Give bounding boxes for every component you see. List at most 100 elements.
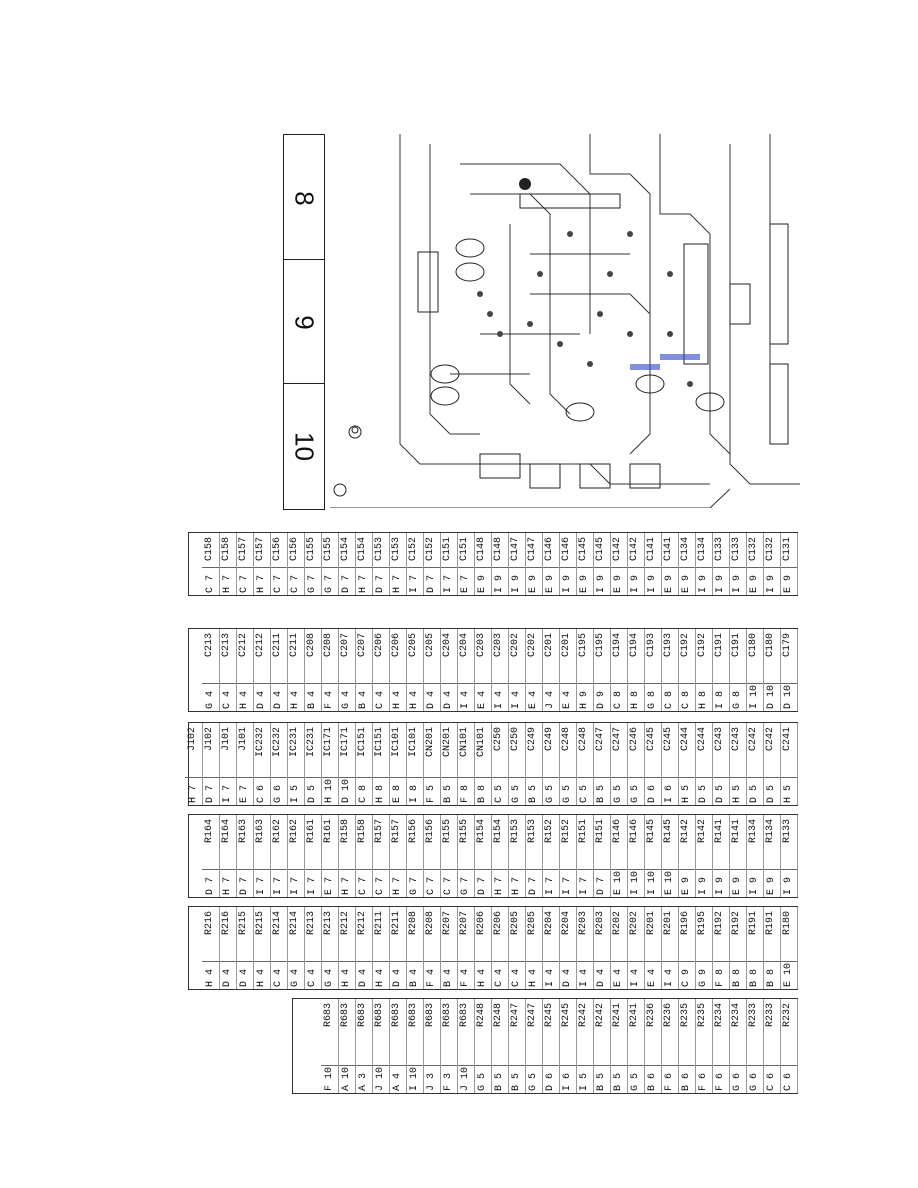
row-divider	[440, 777, 457, 778]
row-divider	[355, 869, 372, 870]
row-divider	[559, 1065, 576, 1066]
row-divider	[253, 961, 270, 962]
row-divider	[508, 961, 525, 962]
grid-number: 10	[783, 962, 794, 975]
part-ref: R208	[425, 911, 436, 936]
grid-letter: D	[273, 702, 284, 709]
grid-letter: F	[426, 796, 437, 803]
grid-number: 6	[698, 1072, 709, 1079]
part-ref: C194	[612, 633, 623, 658]
grid-letter: I	[630, 980, 641, 987]
row-divider	[508, 1065, 525, 1066]
grid-number: 9	[596, 690, 607, 697]
part-ref: C153	[391, 537, 402, 562]
grid-letter: I	[596, 586, 607, 593]
row-divider	[576, 961, 593, 962]
grid-number: 9	[766, 574, 777, 581]
grid-letter: B	[749, 980, 760, 987]
row-divider	[712, 869, 729, 870]
grid-number: 3	[426, 1072, 437, 1079]
grid-letter: F	[324, 1084, 335, 1091]
row-divider	[610, 567, 627, 568]
grid-number: 4	[545, 690, 556, 697]
grid-number: 6	[715, 1072, 726, 1079]
part-ref: R207	[442, 911, 453, 936]
grid-number: 4	[664, 968, 675, 975]
grid-number: 7	[375, 876, 386, 883]
grid-number: 7	[460, 876, 471, 883]
row-divider	[321, 683, 338, 684]
part-ref: R247	[510, 1003, 521, 1028]
row-divider	[559, 961, 576, 962]
part-ref: R206	[476, 911, 487, 936]
row-divider	[712, 567, 729, 568]
row-divider	[406, 777, 423, 778]
grid-letter: C	[205, 586, 216, 593]
part-ref: R154	[476, 819, 487, 844]
row-divider	[780, 1065, 797, 1066]
row-divider	[219, 961, 236, 962]
row-divider	[338, 961, 355, 962]
grid-letter: H	[341, 888, 352, 895]
grid-number: 9	[681, 876, 692, 883]
row-divider	[763, 961, 780, 962]
row-divider	[593, 869, 610, 870]
grid-number: 7	[222, 574, 233, 581]
part-ref: C195	[578, 633, 589, 658]
grid-letter: E	[613, 980, 624, 987]
part-ref: C206	[374, 633, 385, 658]
grid-letter: G	[341, 702, 352, 709]
grid-letter: C	[375, 888, 386, 895]
row-divider	[695, 567, 712, 568]
row-divider	[321, 777, 338, 778]
part-ref: R152	[544, 819, 555, 844]
row-divider	[695, 869, 712, 870]
part-ref: R154	[493, 819, 504, 844]
grid-letter: I	[290, 888, 301, 895]
row-divider	[423, 869, 440, 870]
row-divider	[236, 777, 253, 778]
grid-number: 7	[545, 876, 556, 883]
grid-number: 6	[681, 1072, 692, 1079]
row-divider	[372, 1065, 389, 1066]
part-ref: R215	[238, 911, 249, 936]
part-ref: C211	[289, 633, 300, 658]
part-ref: R156	[408, 819, 419, 844]
grid-letter: D	[596, 888, 607, 895]
grid-letter: H	[222, 888, 233, 895]
part-ref: R247	[527, 1003, 538, 1028]
grid-letter: E	[477, 702, 488, 709]
grid-letter: B	[681, 1084, 692, 1091]
part-ref: C132	[748, 537, 759, 562]
part-ref: C153	[374, 537, 385, 562]
row-divider	[661, 869, 678, 870]
grid-number: 7	[324, 574, 335, 581]
grid-number: 9	[766, 876, 777, 883]
row-divider	[746, 869, 763, 870]
grid-number: 9	[613, 574, 624, 581]
